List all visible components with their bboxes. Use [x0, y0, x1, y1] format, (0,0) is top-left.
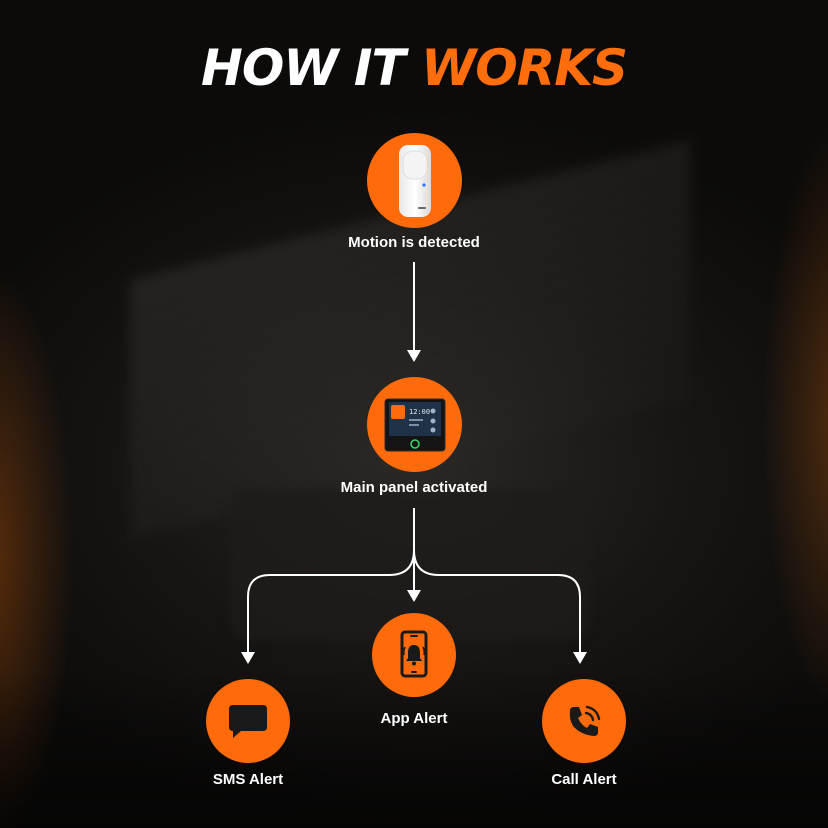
node-app-label: App Alert — [380, 710, 448, 727]
phone-call-icon — [569, 705, 601, 736]
node-panel-label: Main panel activated — [340, 479, 488, 496]
arrowhead-sms — [241, 652, 255, 664]
panel-screen-time: 12:00 — [409, 408, 430, 416]
node-panel: 12:00 — [367, 377, 462, 472]
arrow-panel-to-call — [413, 508, 581, 656]
arrowhead-call — [573, 652, 587, 664]
motion-sensor-icon — [398, 144, 431, 217]
phone-bell-icon — [400, 630, 428, 678]
arrowhead-app — [407, 590, 421, 602]
node-motion — [367, 133, 462, 228]
arrowhead-panel — [407, 350, 421, 362]
node-sms-label: SMS Alert — [212, 771, 284, 788]
node-sms — [206, 679, 290, 763]
page-title: HOW IT WORKS — [0, 38, 828, 98]
chat-bubble-icon — [229, 705, 267, 738]
title-part-orange: WORKS — [421, 39, 628, 97]
node-call — [542, 679, 626, 763]
arrow-panel-to-sms — [247, 508, 415, 656]
node-motion-label: Motion is detected — [348, 234, 480, 251]
node-app — [372, 613, 456, 697]
title-part-white: HOW IT — [201, 39, 406, 97]
control-panel-icon: 12:00 — [384, 398, 445, 451]
node-call-label: Call Alert — [551, 771, 617, 788]
